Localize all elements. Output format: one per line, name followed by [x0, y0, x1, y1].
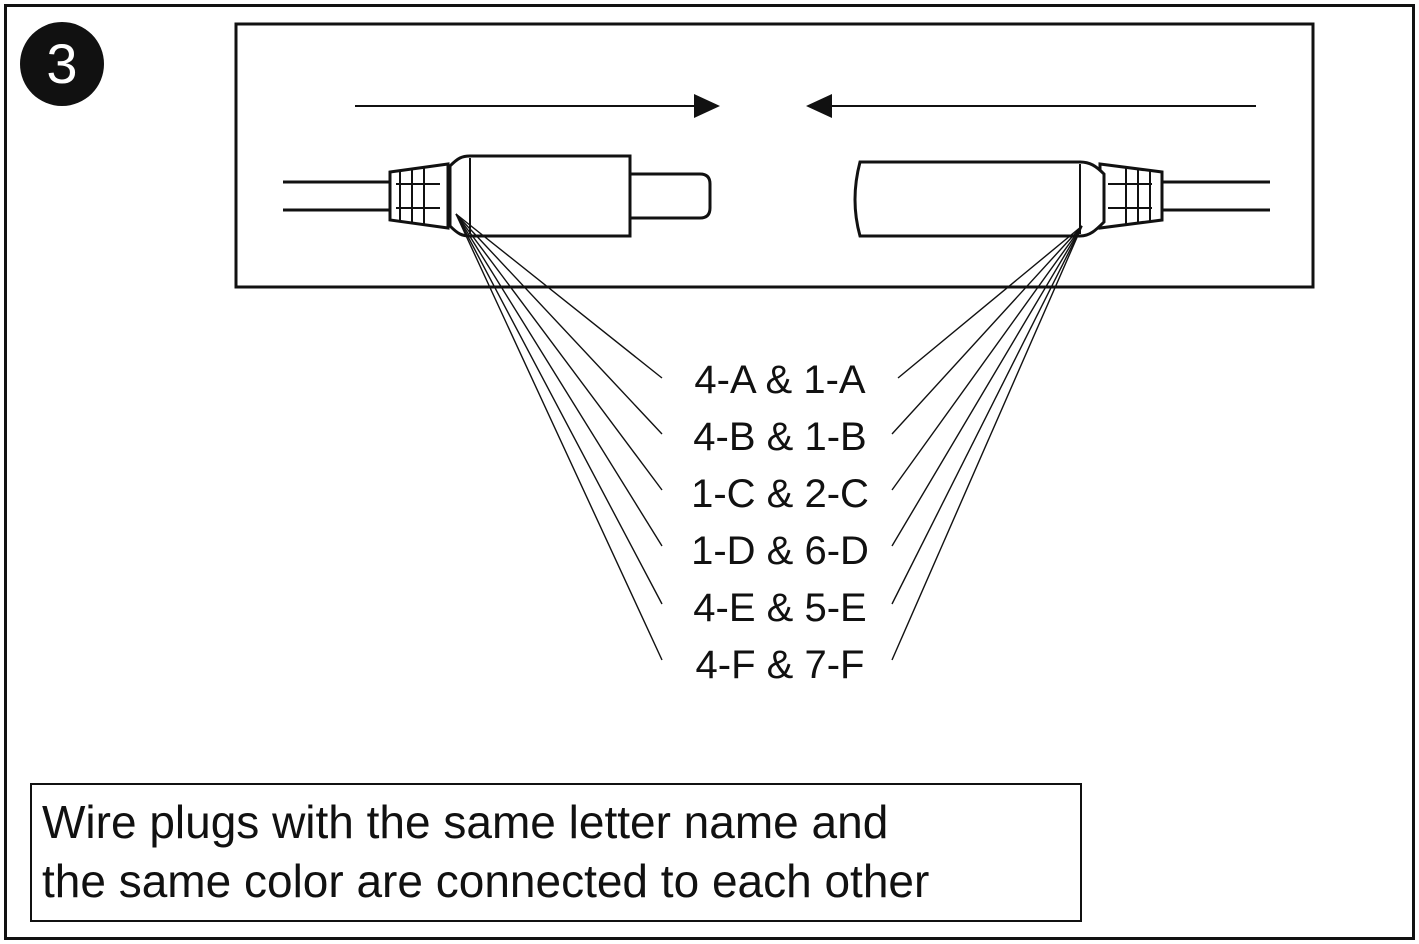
instruction-line-1: Wire plugs with the same letter name and [42, 796, 889, 848]
instruction-note: Wire plugs with the same letter name and… [30, 783, 1082, 922]
arrow-right-icon [355, 94, 720, 118]
arrow-left-icon [806, 94, 1256, 118]
leader-line-right [891, 225, 1083, 491]
diagram-frame [4, 4, 1415, 940]
connection-label: 4-A & 1-A [694, 358, 866, 402]
connection-leader-lines [455, 213, 1083, 661]
instruction-line-2: the same color are connected to each oth… [42, 855, 930, 907]
leader-line-left [455, 213, 663, 661]
leader-line-right [891, 225, 1083, 661]
leader-line-right [897, 225, 1083, 379]
female-plug-icon [853, 160, 1270, 238]
leader-line-right [891, 225, 1083, 605]
step-number: 3 [46, 32, 78, 95]
leader-line-left [455, 213, 663, 379]
leader-line-left [455, 213, 663, 605]
connection-label: 4-E & 5-E [693, 586, 867, 630]
leader-line-right [891, 225, 1083, 435]
connection-label: 4-F & 7-F [695, 643, 865, 687]
step-number-badge: 3 [20, 22, 104, 106]
leader-line-left [455, 213, 663, 435]
connection-label: 1-D & 6-D [691, 529, 869, 573]
leader-line-right [891, 225, 1083, 547]
connection-label: 1-C & 2-C [691, 472, 869, 516]
connection-label-list: 4-A & 1-A 4-B & 1-B 1-C & 2-C 1-D & 6-D … [660, 352, 900, 694]
connection-label: 4-B & 1-B [693, 415, 867, 459]
leader-line-left [455, 213, 663, 547]
male-plug-icon [283, 154, 712, 238]
plug-illustration-box [234, 22, 1315, 289]
leader-line-left [455, 213, 663, 491]
